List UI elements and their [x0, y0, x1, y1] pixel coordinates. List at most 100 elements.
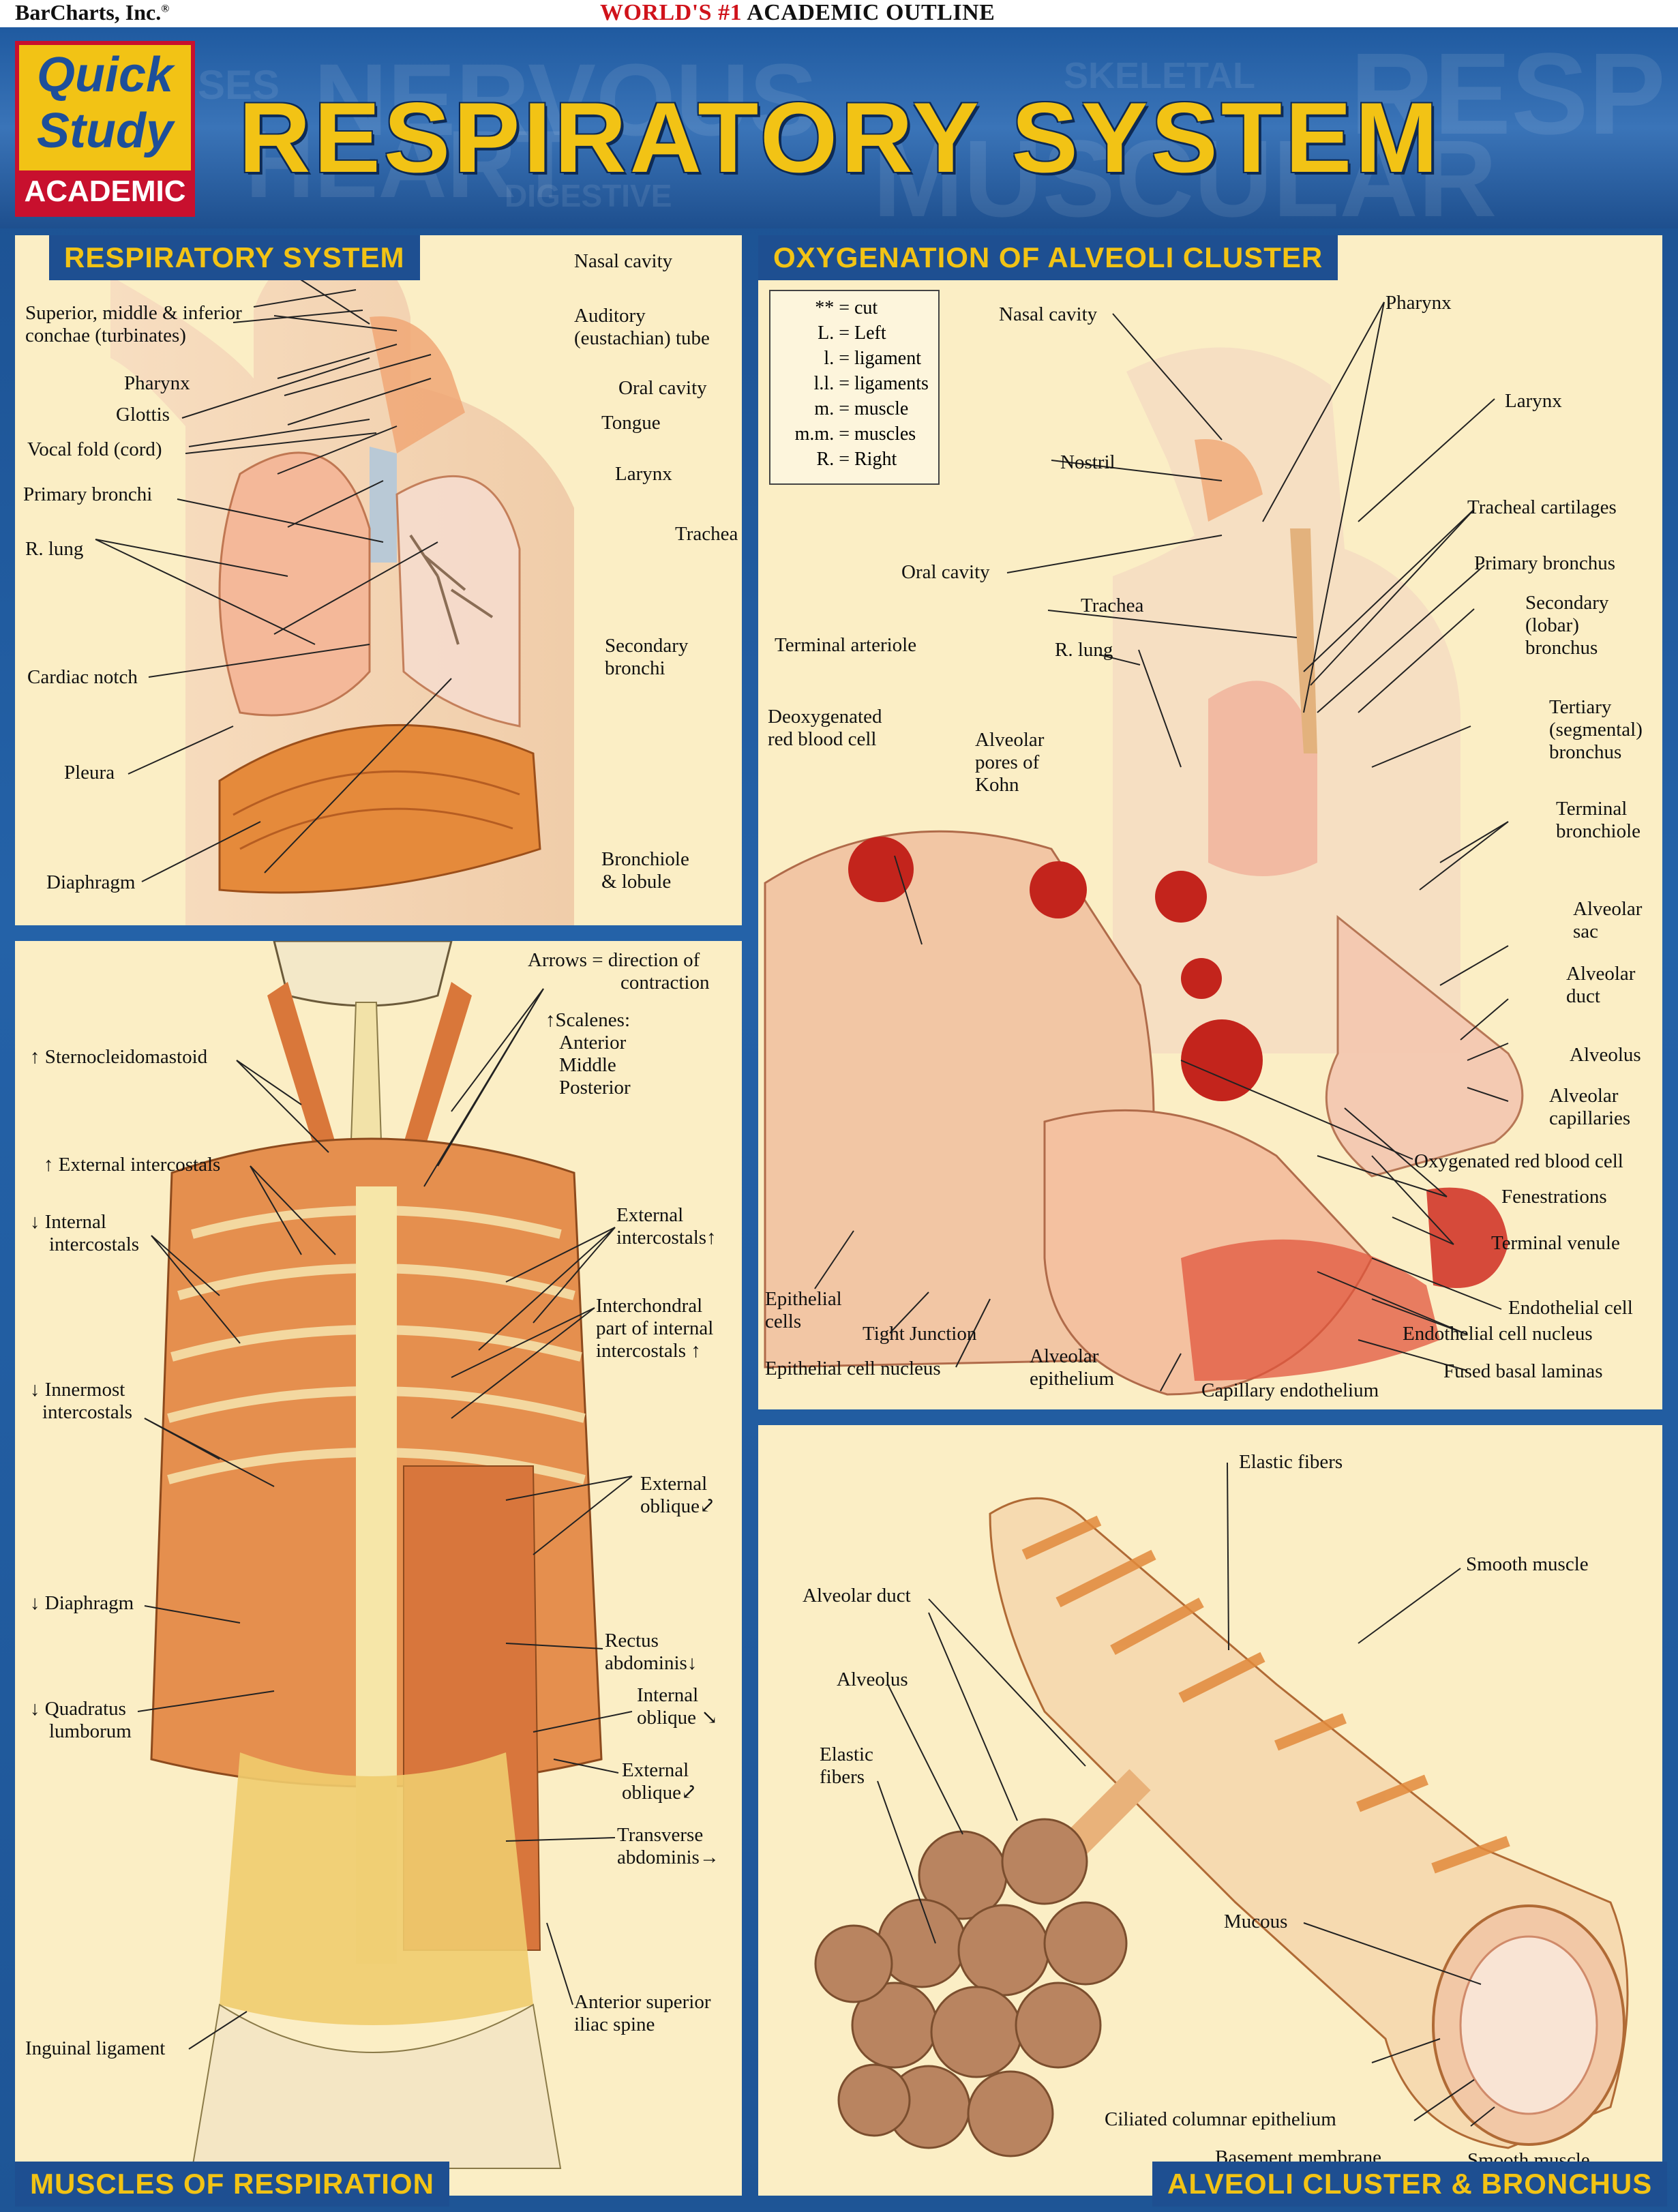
- label-auditory-tube: (eustachian) tube: [574, 327, 710, 349]
- label-tertiary-bronchus: Tertiary: [1549, 696, 1612, 718]
- label-alveolar-pores: Kohn: [975, 774, 1019, 796]
- abbreviation-legend: ** = cut L. = Left l. = ligament l.l. = …: [769, 290, 940, 485]
- label-larynx: Larynx: [615, 463, 672, 485]
- label-endothelial-cell: Endothelial cell: [1508, 1297, 1633, 1319]
- legend-row: R. = Right: [816, 449, 897, 470]
- label-epithelial-cells: Epithelial: [765, 1288, 842, 1310]
- label-alveolus: Alveolus: [837, 1669, 908, 1690]
- label-deoxygenated-rbc: red blood cell: [768, 728, 877, 750]
- label-larynx: Larynx: [1505, 390, 1562, 412]
- background-word: NERVOUS: [314, 42, 818, 157]
- label-conchae: conchae (turbinates): [25, 325, 186, 346]
- label-bronchiole: Bronchiole: [601, 848, 689, 870]
- background-word: HEART: [245, 110, 575, 218]
- section-title-respiratory: RESPIRATORY SYSTEM: [49, 235, 420, 280]
- label-tongue: Tongue: [601, 412, 661, 434]
- label-conchae: Superior, middle & inferior: [25, 302, 242, 324]
- legend-row: ** = cut: [815, 297, 878, 318]
- label-capillary-endothelium: Capillary endothelium: [1201, 1379, 1379, 1401]
- label-secondary-bronchus: Secondary: [1525, 592, 1609, 614]
- label-nasal-cavity: Nasal cavity: [574, 250, 673, 272]
- label-scalenes: ↑Scalenes:: [545, 1009, 631, 1031]
- label-r-lung: R. lung: [25, 538, 84, 560]
- label-external-intercostals: intercostals↑: [616, 1227, 717, 1249]
- label-internal-intercostals: intercostals: [49, 1234, 140, 1255]
- label-alveolar-epithelium: Alveolar: [1030, 1345, 1099, 1367]
- section-title-muscles: MUSCLES OF RESPIRATION: [15, 2162, 449, 2207]
- label-quadratus-lumborum: ↓ Quadratus: [30, 1698, 126, 1720]
- background-word: DIGESTIVE: [505, 178, 672, 213]
- label-alveolar-pores: pores of: [975, 751, 1040, 773]
- label-alveolar-duct: duct: [1566, 985, 1600, 1007]
- label-cardiac-notch: Cardiac notch: [27, 666, 138, 688]
- label-fused-basal-laminas: Fused basal laminas: [1443, 1360, 1603, 1382]
- label-sternocleidomastoid: ↑ Sternocleidomastoid: [30, 1046, 208, 1068]
- label-alveolar-capillaries: Alveolar: [1549, 1085, 1619, 1107]
- label-rectus-abdominis: Rectus: [605, 1630, 659, 1651]
- label-interchondral: Interchondral: [596, 1295, 703, 1317]
- label-vocal-fold: Vocal fold (cord): [27, 438, 162, 460]
- label-bronchiole: & lobule: [601, 871, 672, 893]
- label-terminal-arteriole: Terminal arteriole: [775, 634, 917, 656]
- label-interchondral: intercostals ↑: [596, 1340, 701, 1362]
- label-smooth-muscle: Smooth muscle: [1466, 1553, 1589, 1575]
- label-secondary-bronchus: (lobar): [1525, 614, 1579, 636]
- label-inguinal-ligament: Inguinal ligament: [25, 2037, 166, 2059]
- label-internal-intercostals: ↓ Internal: [30, 1211, 106, 1233]
- label-internal-oblique: Internal: [637, 1684, 699, 1706]
- label-innermost-intercostals: ↓ Innermost: [30, 1379, 125, 1401]
- legend-row: m. = muscle: [814, 398, 909, 419]
- label-alveolar-pores: Alveolar: [975, 729, 1045, 751]
- label-oxygenated-rbc: Oxygenated red blood cell: [1414, 1150, 1623, 1172]
- label-terminal-venule: Terminal venule: [1491, 1232, 1620, 1254]
- label-external-oblique: External: [640, 1473, 708, 1495]
- label-scalenes: Posterior: [559, 1077, 631, 1098]
- legend-row: l. = ligament: [824, 348, 921, 369]
- panel-respiratory-system: RESPIRATORY SYSTEM Nasal cavity Superior…: [15, 235, 742, 925]
- label-nasal-cavity: Nasal cavity: [999, 303, 1098, 325]
- background-word: MUSCULAR: [873, 117, 1497, 228]
- tagline: WORLD'S #1 ACADEMIC OUTLINE: [600, 0, 995, 25]
- section-title-alveoli: ALVEOLI CLUSTER & BRONCHUS: [1152, 2162, 1668, 2207]
- label-rectus-abdominis: abdominis↓: [605, 1652, 698, 1674]
- legend-row: L. = Left: [818, 323, 886, 344]
- background-word: SKELETAL: [1064, 55, 1255, 96]
- label-scalenes: Anterior: [559, 1032, 627, 1053]
- label-tight-junction: Tight Junction: [863, 1323, 977, 1345]
- label-terminal-bronchiole: Terminal: [1556, 798, 1628, 820]
- label-alveolar-duct: Alveolar: [1566, 963, 1636, 985]
- label-external-intercostals: External: [616, 1204, 684, 1226]
- label-alveolar-epithelium: epithelium: [1030, 1368, 1115, 1390]
- label-arrows-note: contraction: [620, 972, 710, 993]
- background-word: SES: [198, 62, 280, 108]
- label-elastic-fibers: fibers: [820, 1766, 865, 1788]
- label-external-oblique: External: [622, 1759, 689, 1781]
- label-elastic-fibers: Elastic: [820, 1744, 873, 1765]
- label-pleura: Pleura: [64, 762, 115, 783]
- label-oral-cavity: Oral cavity: [901, 561, 990, 583]
- label-r-lung: R. lung: [1055, 639, 1113, 661]
- label-alveolus: Alveolus: [1570, 1044, 1641, 1066]
- label-tracheal-cartilages: Tracheal cartilages: [1467, 496, 1617, 518]
- label-primary-bronchus: Primary bronchus: [1474, 552, 1615, 574]
- label-trachea: Trachea: [675, 523, 738, 545]
- legend-row: m.m. = muscles: [794, 423, 916, 445]
- label-arrows-note: Arrows = direction of: [528, 949, 700, 971]
- label-anterior-iliac-spine: Anterior superior: [574, 1991, 711, 2013]
- muscles-illustration: [150, 941, 603, 2169]
- label-alveolar-sac: Alveolar: [1573, 898, 1643, 920]
- label-pharynx: Pharynx: [124, 372, 190, 394]
- label-pharynx: Pharynx: [1385, 292, 1452, 314]
- page-title: RESPIRATORY SYSTEM: [239, 82, 1441, 193]
- label-oral-cavity: Oral cavity: [618, 377, 707, 399]
- quick-study-logo: Quick Study ACADEMIC: [15, 41, 195, 217]
- label-alveolar-sac: sac: [1573, 921, 1599, 942]
- label-transverse-abdominis: abdominis→: [617, 1847, 719, 1868]
- label-fenestrations: Fenestrations: [1501, 1186, 1607, 1208]
- panel-oxygenation: OXYGENATION OF ALVEOLI CLUSTER Nasal cav…: [758, 235, 1662, 1409]
- background-word: RESP: [1350, 29, 1666, 159]
- label-alveolar-duct: Alveolar duct: [803, 1585, 911, 1606]
- label-secondary-bronchi: bronchi: [605, 657, 665, 679]
- label-tertiary-bronchus: (segmental): [1549, 719, 1643, 741]
- label-ciliated-epithelium: Ciliated columnar epithelium: [1105, 2108, 1336, 2130]
